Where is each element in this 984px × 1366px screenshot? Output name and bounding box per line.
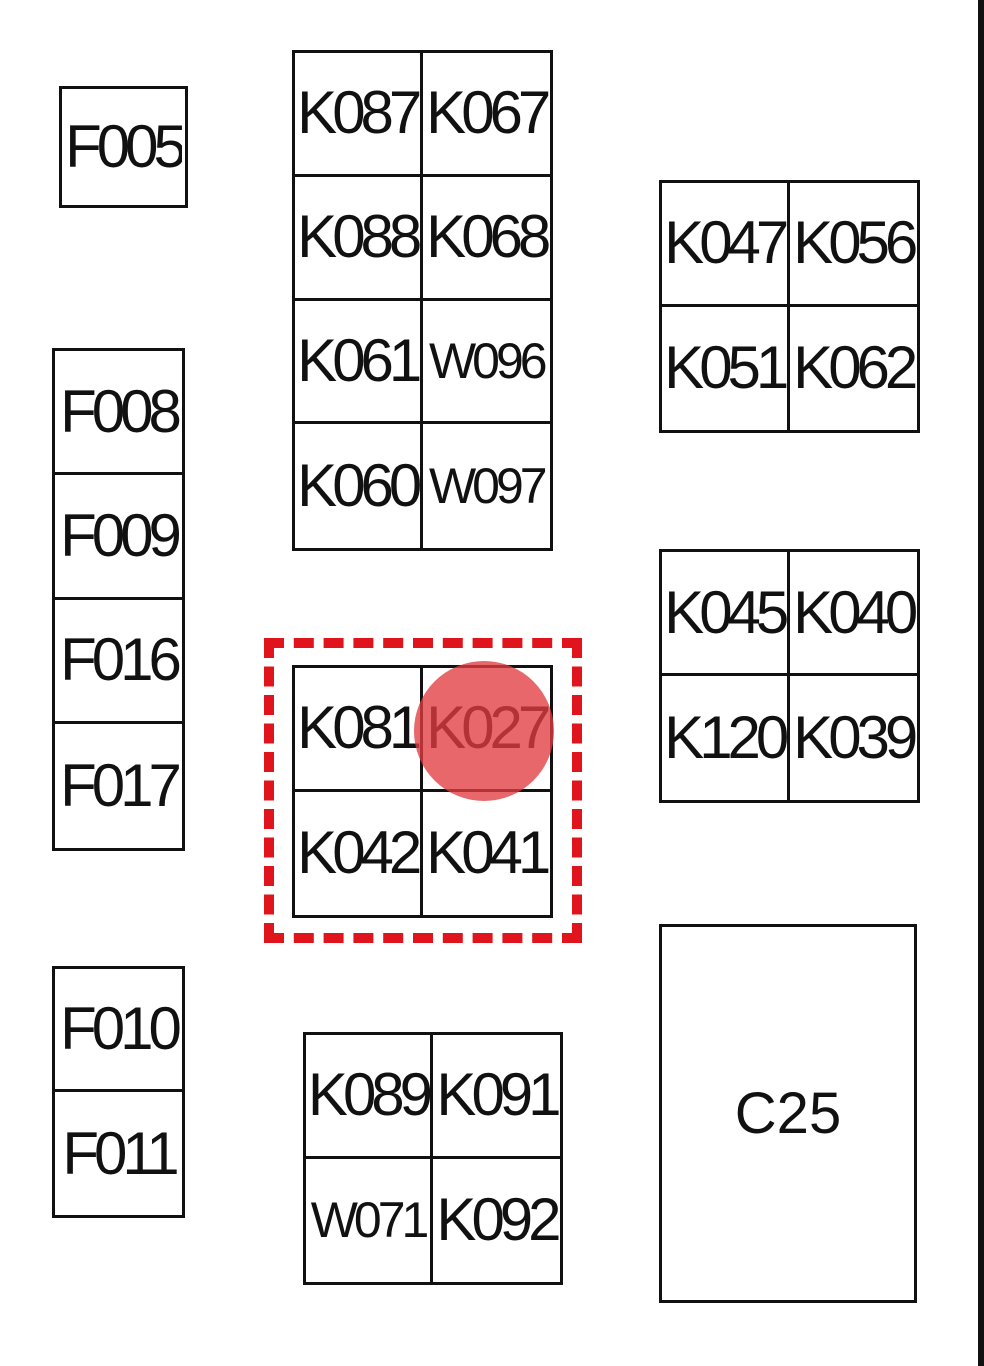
fuse-stack-f010-f011: F010 F011 bbox=[52, 966, 185, 1218]
relay-block-k087: K087 K067 K088 K068 K061 W096 K060 W097 bbox=[292, 50, 553, 551]
fuse-stack-f008-f017: F008 F009 F016 F017 bbox=[52, 348, 185, 851]
relay-k060[interactable]: K060 bbox=[295, 424, 423, 548]
relay-k081[interactable]: K081 bbox=[295, 668, 423, 792]
fuse-f005[interactable]: F005 bbox=[59, 86, 188, 208]
relay-k092[interactable]: K092 bbox=[436, 1186, 560, 1254]
relay-k089[interactable]: K089 bbox=[306, 1035, 433, 1159]
relay-k027[interactable]: K027 bbox=[422, 668, 550, 792]
fuse-f005-label: F005 bbox=[65, 117, 182, 177]
fuse-f016[interactable]: F016 bbox=[55, 600, 182, 724]
fuse-f011[interactable]: F011 bbox=[62, 1119, 179, 1187]
relay-k091[interactable]: K091 bbox=[433, 1035, 560, 1159]
connector-c25-label: C25 bbox=[734, 1084, 842, 1143]
connector-c25[interactable]: C25 bbox=[659, 924, 917, 1303]
relay-k087[interactable]: K087 bbox=[295, 53, 423, 177]
relay-k062[interactable]: K062 bbox=[793, 334, 917, 402]
relay-w097[interactable]: W097 bbox=[428, 458, 548, 515]
relay-k047[interactable]: K047 bbox=[662, 183, 790, 307]
relay-k041[interactable]: K041 bbox=[426, 819, 550, 887]
relay-k039[interactable]: K039 bbox=[793, 704, 917, 771]
relay-k120[interactable]: K120 bbox=[662, 676, 790, 800]
page-right-border bbox=[978, 0, 984, 1366]
relay-w096[interactable]: W096 bbox=[422, 301, 550, 425]
relay-block-k081: K081 K027 K042 K041 bbox=[292, 665, 553, 918]
relay-k061[interactable]: K061 bbox=[295, 300, 423, 425]
relay-k045[interactable]: K045 bbox=[662, 552, 790, 676]
relay-k042[interactable]: K042 bbox=[295, 791, 423, 915]
relay-k051[interactable]: K051 bbox=[662, 306, 790, 430]
relay-block-k047: K047 K056 K051 K062 bbox=[659, 180, 920, 433]
relay-k088[interactable]: K088 bbox=[295, 176, 423, 301]
relay-k056[interactable]: K056 bbox=[789, 183, 917, 307]
relay-block-k045: K045 K040 K120 K039 bbox=[659, 549, 920, 803]
fuse-f010[interactable]: F010 bbox=[55, 969, 182, 1092]
relay-w071[interactable]: W071 bbox=[306, 1158, 433, 1282]
relay-block-k089: K089 K091 W071 K092 bbox=[303, 1032, 563, 1285]
fuse-f008[interactable]: F008 bbox=[55, 351, 182, 476]
fuse-f017[interactable]: F017 bbox=[60, 751, 182, 819]
relay-k067[interactable]: K067 bbox=[422, 53, 550, 177]
relay-k040[interactable]: K040 bbox=[789, 552, 917, 676]
relay-k068[interactable]: K068 bbox=[422, 177, 550, 301]
fuse-f009[interactable]: F009 bbox=[55, 475, 182, 600]
